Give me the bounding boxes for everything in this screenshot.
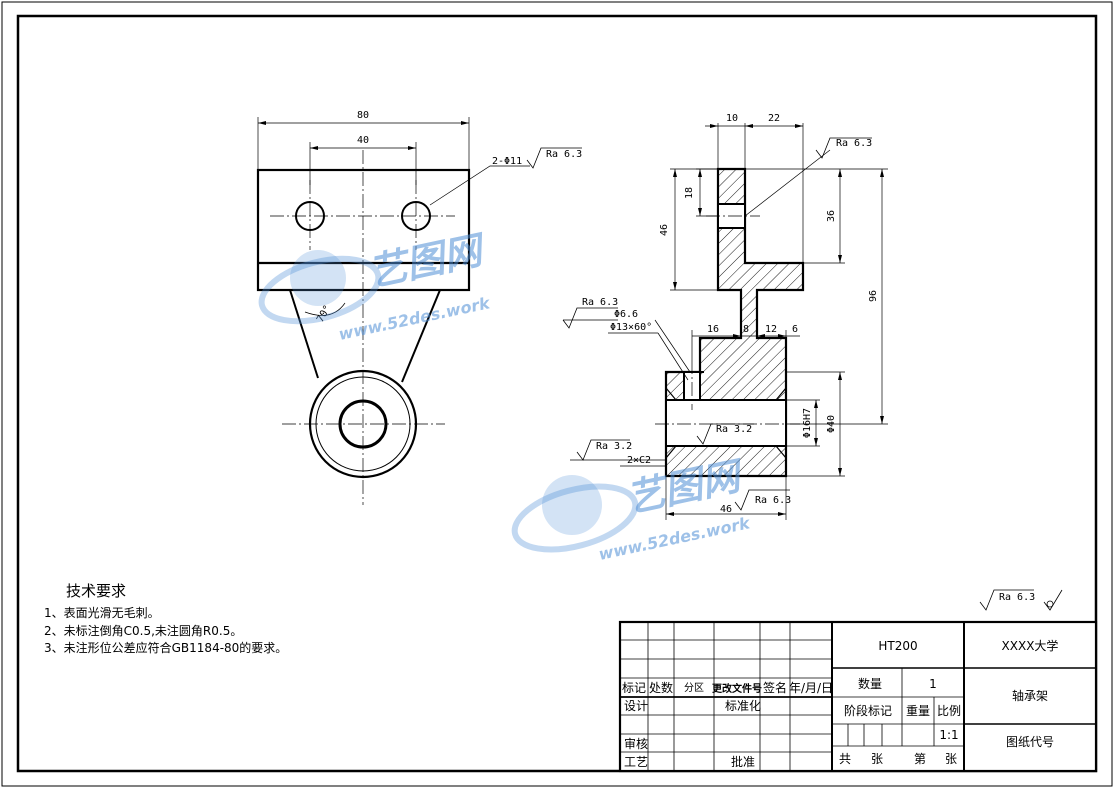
watermark-bottom: 艺图网 www.52des.work (511, 453, 753, 564)
roughness-bore: Ra 3.2 (716, 424, 752, 435)
weight-label: 重量 (906, 704, 930, 718)
quantity-value: 1 (929, 677, 937, 691)
dim-12: 12 (765, 324, 777, 335)
chamfer-label: 2×C2 (627, 455, 651, 466)
roughness-face: Ra 3.2 (596, 441, 632, 452)
dim-46-horizontal: 46 (720, 504, 732, 515)
roughness-left: Ra 6.3 (582, 297, 618, 308)
tech-item-2: 2、未标注倒角C0.5,未注圆角R0.5。 (44, 623, 242, 638)
sheets-unit-2: 张 (945, 752, 957, 766)
tech-item-1: 1、表面光滑无毛刺。 (44, 606, 160, 620)
part-name: 轴承架 (1012, 688, 1048, 703)
school-name: XXXX大学 (1002, 638, 1059, 653)
dim-36: 36 (826, 210, 837, 222)
dim-16: 16 (707, 324, 719, 335)
sheet-inner-frame (16, 14, 1098, 773)
holes-label: 2-Φ11 (492, 156, 522, 167)
process-label: 工艺 (624, 755, 648, 769)
tech-requirements: 技术要求 1、表面光滑无毛刺。 2、未标注倒角C0.5,未注圆角R0.5。 3、… (44, 582, 287, 655)
dim-phi40: Φ40 (826, 415, 837, 433)
dim-phi16h7: Φ16H7 (802, 408, 813, 438)
svg-text:Ra 6.3: Ra 6.3 (999, 592, 1035, 603)
dim-6: 6 (792, 324, 798, 335)
standard-label: 标准化 (725, 699, 761, 713)
general-roughness: Ra 6.3 (979, 589, 1063, 611)
roughness-holes: Ra 6.3 (546, 149, 582, 160)
drawing-number-label: 图纸代号 (1006, 735, 1054, 749)
scale-value: 1:1 (939, 728, 958, 742)
design-label: 设计 (624, 699, 648, 713)
dim-46-vertical: 46 (659, 224, 670, 236)
dim-8: 8 (743, 324, 749, 335)
material: HT200 (878, 639, 917, 653)
dim-96: 96 (868, 290, 879, 302)
header-doc: 更改文件号 (712, 682, 762, 695)
header-zone: 分区 (684, 682, 704, 694)
sheets-unit-1: 张 (871, 752, 883, 766)
section-view: 10 22 Ra 6.3 18 46 36 96 (562, 113, 888, 520)
approve-label: 批准 (731, 754, 755, 769)
dim-80: 80 (357, 110, 369, 121)
dim-40: 40 (357, 135, 369, 146)
check-label: 审核 (624, 736, 648, 751)
header-mark: 标记 (622, 681, 646, 695)
dim-18: 18 (684, 187, 695, 199)
roughness-top: Ra 6.3 (836, 138, 872, 149)
quantity-label: 数量 (858, 676, 882, 691)
phi-66-label: Φ6.6 (614, 309, 638, 320)
roughness-bottom: Ra 6.3 (755, 495, 791, 506)
sheet-number-label: 第 (914, 752, 926, 766)
tech-item-3: 3、未注形位公差应符合GB1184-80的要求。 (44, 640, 287, 655)
header-date: 年/月/日 (789, 681, 833, 695)
front-view: 80 40 2-Φ11 Ra 6.3 70° (256, 110, 582, 505)
title-block: HT200 XXXX大学 轴承架 图纸代号 数量 1 阶段标记 重量 比例 1:… (618, 620, 1098, 773)
dim-10: 10 (726, 113, 738, 124)
sheets-total-label: 共 (839, 752, 851, 766)
header-count: 处数 (649, 680, 673, 695)
scale-label: 比例 (937, 704, 961, 718)
countersink-label: Φ13×60° (610, 322, 652, 333)
dim-22: 22 (768, 113, 780, 124)
header-sign: 签名 (763, 680, 787, 695)
svg-text:www.52des.work: www.52des.work (597, 513, 753, 564)
stage-label: 阶段标记 (844, 703, 892, 718)
tech-title: 技术要求 (66, 582, 126, 600)
